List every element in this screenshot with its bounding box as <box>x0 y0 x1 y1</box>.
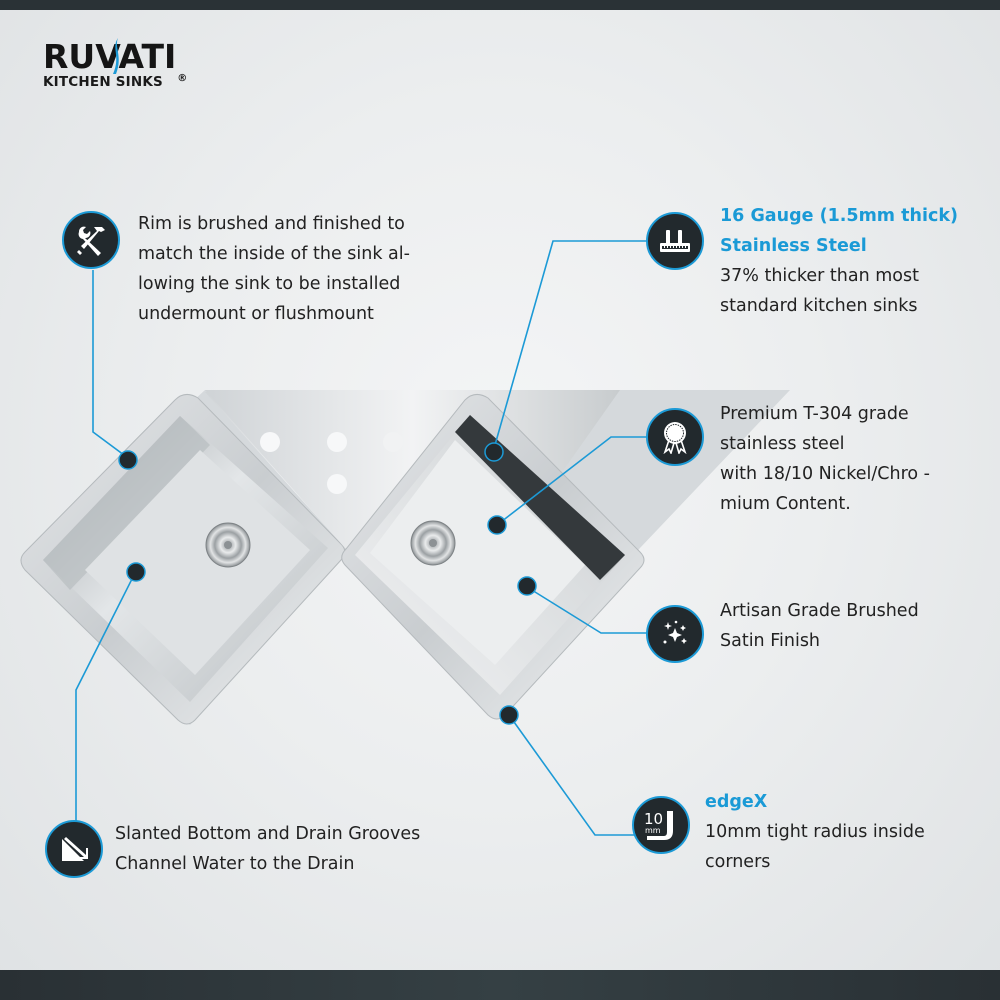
callout-dot-edgex <box>499 705 519 725</box>
radius-corner-icon: 10 mm <box>644 810 673 840</box>
feature-line: standard kitchen sinks <box>720 296 918 316</box>
feature-gauge-text: 16 Gauge (1.5mm thick) Stainless Steel 3… <box>720 201 958 321</box>
feature-edgex-text: edgeX 10mm tight radius inside corners <box>705 787 925 877</box>
sparkles-icon <box>663 620 687 644</box>
registered-mark: ® <box>177 73 188 84</box>
feature-heading: Stainless Steel <box>720 236 867 256</box>
bottom-bar <box>0 970 1000 1000</box>
feature-line: 37% thicker than most <box>720 266 919 286</box>
radius-value: 10 <box>644 810 663 828</box>
award-ribbon-icon <box>663 422 687 454</box>
feature-finish-text: Artisan Grade Brushed Satin Finish <box>720 596 919 656</box>
brand-wordmark: RUVATI <box>43 37 177 76</box>
feature-line: undermount or flushmount <box>138 304 374 324</box>
callout-dot-gauge <box>484 442 504 462</box>
feature-line: mium Content. <box>720 494 851 514</box>
brand-tagline: KITCHEN SINKS <box>43 74 163 90</box>
radius-unit: mm <box>645 826 661 835</box>
feature-line: lowing the sink to be installed <box>138 274 401 294</box>
feature-grade-text: Premium T-304 grade stainless steel with… <box>720 399 930 519</box>
feature-line: Slanted Bottom and Drain Grooves <box>115 824 421 844</box>
feature-line: Channel Water to the Drain <box>115 854 355 874</box>
water-swoosh-icon <box>113 38 119 74</box>
feature-line: Artisan Grade Brushed <box>720 601 919 621</box>
tools-icon <box>77 226 105 256</box>
callout-dot-slanted <box>126 562 146 582</box>
feature-line: corners <box>705 852 771 872</box>
feature-line: Premium T-304 grade <box>720 404 909 424</box>
feature-slanted-text: Slanted Bottom and Drain Grooves Channel… <box>115 819 420 879</box>
callout-dot-finish <box>517 576 537 596</box>
feature-grade-badge <box>646 408 704 466</box>
feature-slanted-badge <box>45 820 103 878</box>
gauge-thickness-icon <box>660 230 690 252</box>
feature-heading: edgeX <box>705 792 768 812</box>
feature-line: Satin Finish <box>720 631 821 651</box>
brand-name: RUVATI® <box>43 37 187 84</box>
feature-line: 10mm tight radius inside <box>705 822 925 842</box>
feature-rim-text: Rim is brushed and finished to match the… <box>138 209 410 329</box>
feature-line: with 18/10 Nickel/Chro - <box>720 464 930 484</box>
feature-line: match the inside of the sink al- <box>138 244 410 264</box>
feature-rim-badge <box>62 211 120 269</box>
callout-dot-grade <box>487 515 507 535</box>
feature-gauge-badge <box>646 212 704 270</box>
top-bar <box>0 0 1000 10</box>
callout-dot-rim <box>118 450 138 470</box>
brand-logo: RUVATI® KITCHEN SINKS <box>43 37 187 90</box>
feature-edgex-badge: 10 mm <box>632 796 690 854</box>
feature-line: stainless steel <box>720 434 845 454</box>
feature-line: Rim is brushed and finished to <box>138 214 405 234</box>
feature-heading: 16 Gauge (1.5mm thick) <box>720 206 958 226</box>
slanted-bottom-icon <box>62 837 88 861</box>
feature-finish-badge <box>646 605 704 663</box>
